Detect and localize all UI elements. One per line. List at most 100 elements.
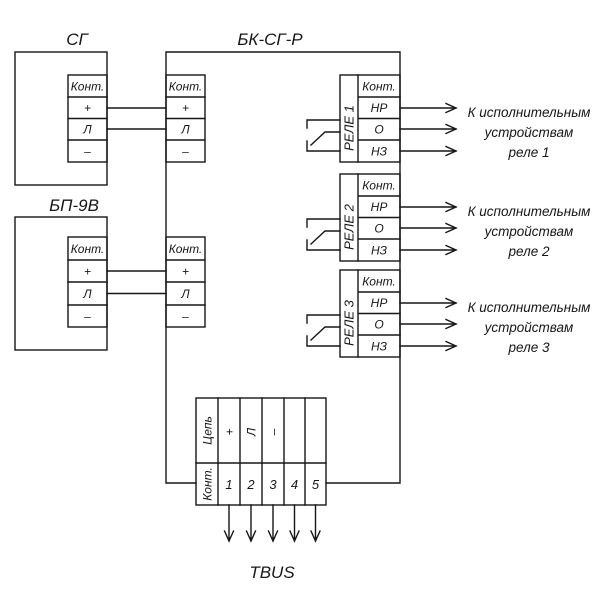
relay-2-contact-no: НР: [371, 200, 388, 214]
bp-to-bk-wires: [106, 270, 167, 295]
relay-2-no-output-arrow: [399, 201, 458, 213]
bus-output-arrows: [223, 504, 321, 543]
relay-2-common-output-arrow: [399, 222, 458, 234]
relay-1: РЕЛЕ 1 Конт. НР О НЗ: [306, 74, 401, 163]
relay-3-contact-no: НР: [371, 296, 388, 310]
relay-3-switch-symbol: [306, 314, 341, 347]
bus-contact-2: 2: [246, 477, 255, 492]
relay-1-nc-contact-wire: [306, 140, 341, 152]
sg-terminal-header: Конт.: [71, 79, 105, 93]
bus-circuit-minus: –: [266, 428, 280, 436]
bus-arrow-2: [245, 504, 257, 543]
relay-1-common-output-arrow: [399, 123, 458, 135]
relay-1-contact-header: Конт.: [362, 79, 396, 93]
bus-contact-1: 1: [225, 477, 232, 492]
relay-2-grid-lines: [357, 173, 401, 262]
sg-terminal-table: Конт. + Л –: [67, 74, 108, 163]
relay-3-destination-line-2: устройствам: [484, 320, 574, 335]
relay-3-switch-blade: [310, 326, 341, 341]
relay-1-contact-nc: НЗ: [371, 144, 388, 158]
bus-circuit-plus: +: [222, 428, 236, 435]
bp-title: БП-9В: [49, 196, 99, 215]
bus-terminal-grid-lines: [195, 397, 327, 506]
bus-arrow-3: [267, 504, 279, 543]
bus-name: TBUS: [249, 563, 295, 582]
relay-2-switch-blade: [310, 230, 341, 245]
bk-title: БК-СГ-Р: [237, 30, 303, 49]
bk-sg-input-plus: +: [182, 101, 189, 115]
bus-arrow-5: [310, 504, 321, 543]
sg-terminal-row-dividers: [67, 96, 108, 141]
bus-contact-4: 4: [291, 477, 298, 492]
bus-contact-5: 5: [312, 477, 320, 492]
relay-2-destination-line-2: устройствам: [484, 224, 574, 239]
sg-terminal-plus: +: [84, 101, 91, 115]
bk-bp-input-line: Л: [180, 287, 190, 301]
sg-terminal-minus: –: [83, 144, 91, 158]
bus-arrow-1: [223, 504, 235, 543]
bp-terminal-line: Л: [82, 287, 92, 301]
relay-3-no-output-arrow: [399, 297, 458, 309]
relay-2-no-contact-wire: [306, 218, 341, 228]
sg-terminal-line: Л: [82, 123, 92, 137]
relay-2: РЕЛЕ 2 Конт. НР О НЗ: [306, 173, 401, 262]
relay-3-destination-line-1: К исполнительным: [468, 300, 591, 315]
relay-2-contact-nc: НЗ: [371, 243, 388, 257]
bk-sg-input-header: Конт.: [169, 79, 203, 93]
relay-1-grid-lines: [357, 74, 401, 163]
bus-arrow-4: [289, 504, 300, 543]
relay-2-switch-symbol: [306, 218, 341, 251]
bus-terminal-outline: [195, 397, 327, 506]
relay-1-destination-line-3: реле 1: [508, 145, 550, 160]
relay-1-switch-symbol: [306, 119, 341, 152]
relay-1-no-contact-wire: [306, 119, 341, 129]
bus-circuit-line: Л: [244, 427, 258, 437]
sg-device: СГ Конт. + Л –: [14, 30, 108, 186]
relay-1-destination-line-2: устройствам: [484, 125, 574, 140]
bk-unit-outline: [165, 51, 401, 484]
relay-2-contact-common: О: [374, 222, 383, 236]
bp-terminal-plus: +: [84, 264, 91, 278]
relay-3-grid-lines: [357, 269, 401, 358]
relay-2-outputs: К исполнительным устройствам реле 2: [399, 201, 591, 259]
bp-terminal-header: Конт.: [71, 242, 105, 256]
relay-2-contact-header: Конт.: [362, 178, 396, 192]
sg-title: СГ: [66, 30, 89, 49]
relay-3-contact-common: О: [374, 318, 383, 332]
relay-2-nc-output-arrow: [399, 244, 458, 256]
relay-1-switch-blade: [310, 131, 341, 146]
relay-1-nc-output-arrow: [399, 145, 458, 157]
bus-terminal-circuit-label: Цепь: [200, 416, 214, 445]
relay-1-destination-line-1: К исполнительным: [468, 105, 591, 120]
bk-bp-input-header: Конт.: [169, 242, 203, 256]
relay-1-no-output-arrow: [399, 102, 458, 114]
bk-bp-input-minus: –: [181, 309, 189, 323]
relay-3-nc-contact-wire: [306, 335, 341, 347]
relay-2-destination-line-3: реле 2: [508, 244, 550, 259]
relay-1-outputs: К исполнительным устройствам реле 1: [399, 102, 591, 160]
relay-3-destination-line-3: реле 3: [508, 340, 550, 355]
bk-bp-input-plus: +: [182, 264, 189, 278]
sg-to-bk-wires: [106, 107, 167, 130]
relay-3-contact-header: Конт.: [362, 274, 396, 288]
relay-3: РЕЛЕ 3 Конт. НР О НЗ: [306, 269, 401, 358]
bp-terminal-row-dividers: [67, 259, 108, 306]
bk-sg-input-minus: –: [181, 144, 189, 158]
bk-sg-input-row-dividers: [165, 96, 206, 141]
bk-unit: БК-СГ-Р Конт. + Л – Конт. + Л – РЕЛЕ 1 К…: [165, 30, 401, 506]
relay-3-no-contact-wire: [306, 314, 341, 324]
relay-1-label: РЕЛЕ 1: [342, 105, 357, 151]
relay-2-destination-line-1: К исполнительным: [468, 204, 591, 219]
relay-3-outputs: К исполнительным устройствам реле 3: [399, 297, 591, 355]
relay-3-contact-nc: НЗ: [371, 339, 388, 353]
bk-bp-input-row-dividers: [165, 259, 206, 306]
bp-terminal-minus: –: [83, 309, 91, 323]
relay-2-label: РЕЛЕ 2: [342, 203, 357, 250]
relay-3-label: РЕЛЕ 3: [342, 299, 357, 346]
relay-1-contact-no: НР: [371, 101, 388, 115]
bk-bp-input-terminal-table: Конт. + Л –: [165, 236, 206, 328]
relay-2-nc-contact-wire: [306, 239, 341, 251]
relay-1-contact-common: О: [374, 123, 383, 137]
